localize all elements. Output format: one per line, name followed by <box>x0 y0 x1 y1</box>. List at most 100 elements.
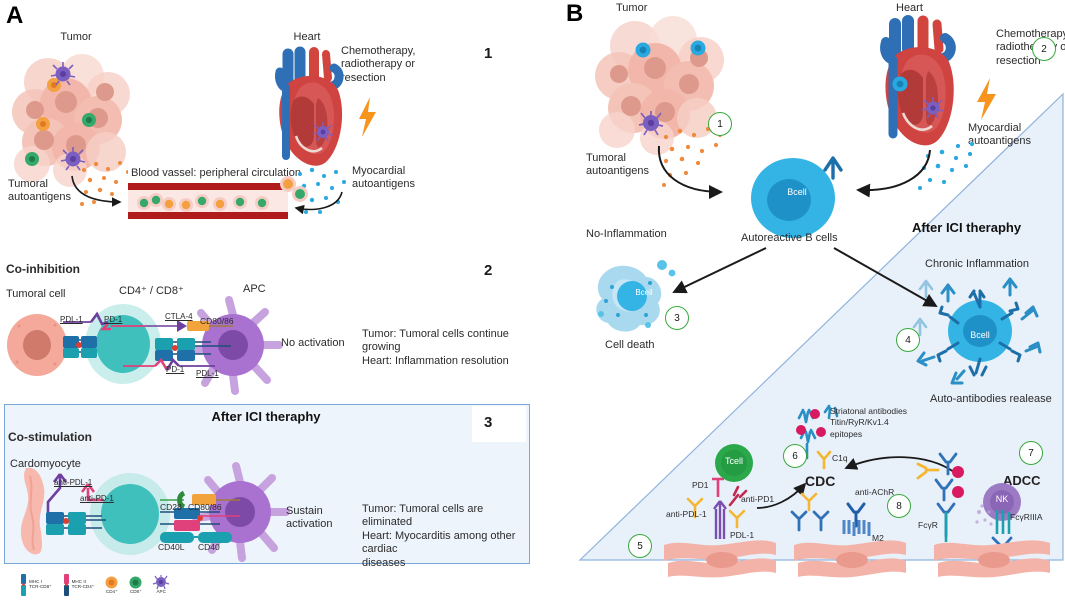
fcgr3a-label: FcγRIIIA <box>1010 512 1043 522</box>
tumor-cluster-illustration-a <box>12 54 130 187</box>
autoreactive-bcell-illustration <box>751 156 843 238</box>
legend-label-tcr-cd4: TCR-CD4⁺ <box>71 584 95 589</box>
m2-label: M2 <box>872 533 884 543</box>
striatonal-antibodies-label: Striatonal antibodies Titin/RyR/Kv1.4 ep… <box>830 406 908 439</box>
legend-label-mhc1: MHC I <box>29 579 43 585</box>
blood-vessel-label: Blood vassel: peripheral circulation <box>128 166 304 182</box>
panel-a-letter: A <box>6 2 24 29</box>
c1q-label: C1q <box>832 453 848 463</box>
legend-item-cd8: CD8⁺ <box>129 576 142 595</box>
legend-label-mhc2: MHC II <box>71 579 86 585</box>
c1q-icon <box>816 450 832 470</box>
complement-antibodies-illustration <box>790 492 871 536</box>
anti-achr-label: anti-AChR <box>855 487 895 497</box>
panel-a-tumor-title: Tumor <box>60 31 92 43</box>
after-ici-therapy-title-a: After ICI theraphy <box>211 409 321 424</box>
heart-illustration-b <box>880 15 956 146</box>
apc-label-a2: APC <box>243 283 266 295</box>
mhc2-tcr-cd4-icon <box>63 574 69 596</box>
pdl1-label: PDL-1 <box>730 530 755 540</box>
cardiomyocyte-illustration-3 <box>934 540 1050 578</box>
receptor-label-pdl1-bottom-a2: PDL-1 <box>196 369 219 378</box>
receptor-label-pdl1-a2: PDL-1 <box>60 315 83 324</box>
mhc1-tcr-cd8-icon <box>21 574 26 596</box>
co-stimulation-outcome-text: Tumor: Tumoral cells are eliminated Hear… <box>362 503 516 569</box>
step-badge-6: 6 <box>783 444 807 468</box>
co-inhibition-heading: Co-inhibition <box>6 262 80 276</box>
panel-a-step2-number: 2 <box>484 262 493 279</box>
receptor-label-cd40l-a3: CD40L <box>158 542 185 552</box>
nk-cell-illustration <box>975 483 1021 526</box>
sustain-activation-label: Sustain activation <box>286 505 333 531</box>
blood-vessel-illustration <box>128 183 288 219</box>
after-ici-therapy-title-b: After ICI theraphy <box>912 220 1022 235</box>
co-inhibition-synapse-illustration <box>7 296 283 395</box>
tumoral-cell-label: Tumoral cell <box>6 288 66 300</box>
after-ici-therapy-triangle-b <box>578 92 1064 561</box>
lightning-bolt-icon-a <box>359 97 376 137</box>
receptor-label-anti-pd1-a3: anti-PD-1 <box>80 494 114 503</box>
cardiomyocyte-illustration-1 <box>664 540 776 578</box>
step-badge-5: 5 <box>628 534 652 558</box>
autoreactive-bcells-label: Autoreactive B cells <box>741 232 838 244</box>
tumoral-antigen-dots-a <box>80 161 130 206</box>
panel-a-myocardial-autoantigens-label: Myocardial autoantigens <box>352 165 415 191</box>
step-badge-1: 1 <box>708 112 732 136</box>
bcell-label-main: Bcell <box>787 187 807 197</box>
adcc-label: ADCC <box>1003 473 1041 488</box>
legend-label-cd8: CD8⁺ <box>129 588 142 594</box>
legend-item-mhc2: MHC II TCR-CD4⁺ <box>63 574 95 596</box>
bcell-label-dying: Bcell <box>635 288 653 297</box>
step3-number-backdrop <box>472 406 526 442</box>
receptor-label-cd40-a3: CD40 <box>198 542 220 552</box>
myocardial-antigen-dots-a <box>296 167 346 214</box>
tumoral-antigen-dots-b <box>662 126 723 187</box>
step-badge-3: 3 <box>665 306 689 330</box>
panel-a-heart-title: Heart <box>293 31 321 43</box>
cell-death-label: Cell death <box>605 339 655 351</box>
panel-a-treatment-label: Chemotherapy, radiotherapy or resection <box>341 45 416 84</box>
fcgr-antibody-complex-illustration <box>916 452 964 542</box>
panel-b-heart-title: Heart <box>896 2 923 14</box>
panel-b-tumor-title: Tumor <box>616 2 648 14</box>
anti-pdl1-label: anti-PDL-1 <box>666 509 707 519</box>
fcgr3a-receptor-illustration <box>991 510 1013 560</box>
arrow-bcell-to-chronic <box>833 247 938 307</box>
panel-a-step1-number: 1 <box>484 45 493 62</box>
heart-illustration-a <box>275 46 344 166</box>
panel-a-legend: MHC I TCR-CD8⁺ MHC II TCR-CD4⁺ CD4⁺ <box>20 574 170 596</box>
antibody-releasing-bcell-illustration <box>912 277 1042 385</box>
legend-item-mhc1: MHC I TCR-CD8⁺ <box>20 574 52 596</box>
anti-pd1-label: anti-PD1 <box>741 494 775 504</box>
legend-item-apc: APC <box>152 575 170 595</box>
striatonal-antibodies-illustration <box>796 404 839 460</box>
arrow-bcell-to-celldeath <box>672 247 767 294</box>
arrow-to-cdc-left <box>756 482 807 509</box>
legend-label-tcr-cd8: TCR-CD8⁺ <box>29 584 52 589</box>
legend-label-cd4: CD4⁺ <box>105 588 118 594</box>
pd1-label: PD1 <box>692 480 709 490</box>
step-badge-8: 8 <box>887 494 911 518</box>
pd1-pdl1-blockade-illustration <box>686 477 748 539</box>
fcgr-label: FcγR <box>918 520 938 530</box>
arrow-heart-to-vessel-a <box>294 191 343 215</box>
step-badge-4: 4 <box>896 328 920 352</box>
receptor-label-ctla4-a2: CTLA-4 <box>165 312 193 321</box>
receptor-label-cd8086-a2: CD80/86 <box>200 316 234 326</box>
panel-a-tumoral-autoantigens-label: Tumoral autoantigens <box>8 178 71 204</box>
t-cell-label-a2: CD4⁺ / CD8⁺ <box>119 285 184 297</box>
arrow-tumor-to-vessel-a <box>71 175 122 207</box>
tcell-illustration <box>715 444 753 482</box>
tumor-cluster-illustration-b <box>595 16 724 155</box>
panel-b-tumoral-autoantigens-label: Tumoral autoantigens <box>586 152 649 178</box>
no-activation-label: No activation <box>281 337 345 349</box>
cdc-label: CDC <box>805 473 836 489</box>
co-stimulation-synapse-illustration <box>20 462 290 562</box>
co-stimulation-heading: Co-stimulation <box>8 430 92 444</box>
receptor-label-pd1-a2: PD-1 <box>104 315 123 324</box>
cd8-icon <box>129 576 142 589</box>
co-inhibition-outcome-text: Tumor: Tumoral cells continue growing He… <box>362 328 509 367</box>
arrow-tumor-to-bcell <box>657 145 723 199</box>
tcell-label: Tcell <box>724 456 743 466</box>
arrow-to-cdc-right <box>844 456 955 473</box>
